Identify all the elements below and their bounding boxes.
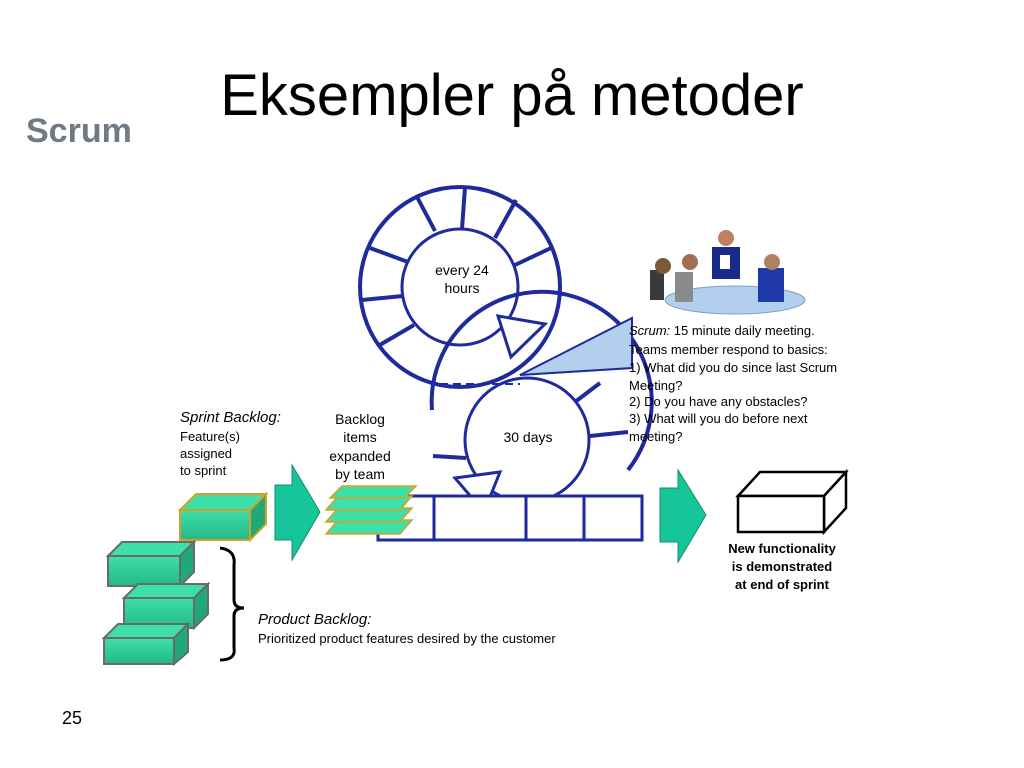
sprint-cycle-label: 30 days xyxy=(503,429,552,445)
scrum-note-line: 1) What did you do since last Scrum xyxy=(629,360,837,375)
scrum-note-title: Scrum: xyxy=(629,323,671,338)
arrow-right-icon xyxy=(659,468,707,564)
svg-text:Backlog: Backlog xyxy=(335,411,385,427)
svg-text:Sprint Backlog:: Sprint Backlog: xyxy=(180,409,281,426)
sprint-backlog-label: Sprint Backlog: Feature(s) assigned to s… xyxy=(180,409,281,478)
product-backlog-blocks-icon xyxy=(101,539,211,667)
svg-text:by team: by team xyxy=(335,466,385,482)
product-backlog-title: Product Backlog: xyxy=(258,611,371,628)
slide-subtitle: Scrum xyxy=(26,112,132,150)
arrow-right-icon xyxy=(274,463,321,562)
backlog-expanded-label: Backlog items expanded by team xyxy=(329,411,391,482)
svg-text:Feature(s): Feature(s) xyxy=(180,429,240,444)
svg-text:Scrum: 15 minute daily meeting: Scrum: 15 minute daily meeting. xyxy=(629,323,815,338)
daily-cycle-label: hours xyxy=(444,280,479,296)
scrum-note-line: 3) What will you do before next xyxy=(629,411,808,426)
new-functionality-label: New functionality is demonstrated at end… xyxy=(728,541,836,592)
sprint-track xyxy=(376,494,644,542)
svg-text:is demonstrated: is demonstrated xyxy=(732,559,832,574)
team-meeting-icon xyxy=(650,230,806,315)
svg-text:at end of sprint: at end of sprint xyxy=(735,577,830,592)
scrum-note-line: Meeting? xyxy=(629,378,682,393)
product-increment-box-icon xyxy=(735,468,849,536)
scrum-note-line: 2) Do you have any obstacles? xyxy=(629,394,808,409)
svg-text:items: items xyxy=(343,429,376,445)
page-number: 25 xyxy=(62,708,83,728)
daily-cycle-label: every 24 xyxy=(435,262,489,278)
product-backlog-bracket-icon xyxy=(219,546,245,662)
svg-text:New functionality: New functionality xyxy=(728,541,836,556)
daily-cycle-arrow-icon xyxy=(495,314,549,360)
sprint-backlog-block-icon xyxy=(177,491,269,543)
scrum-meeting-note: Scrum: 15 minute daily meeting. Teams me… xyxy=(629,323,837,444)
product-backlog-description: Prioritized product features desired by … xyxy=(258,631,556,646)
scrum-note-line: Teams member respond to basics: xyxy=(629,342,828,357)
svg-text:to sprint: to sprint xyxy=(180,463,227,478)
expanded-backlog-items-icon xyxy=(324,485,418,535)
svg-text:assigned: assigned xyxy=(180,446,232,461)
daily-cycle-ring xyxy=(358,185,562,389)
scrum-note-line: meeting? xyxy=(629,429,682,444)
svg-text:expanded: expanded xyxy=(329,448,391,464)
slide-title: Eksempler på metoder xyxy=(220,63,804,128)
callout-wedge xyxy=(519,316,633,376)
